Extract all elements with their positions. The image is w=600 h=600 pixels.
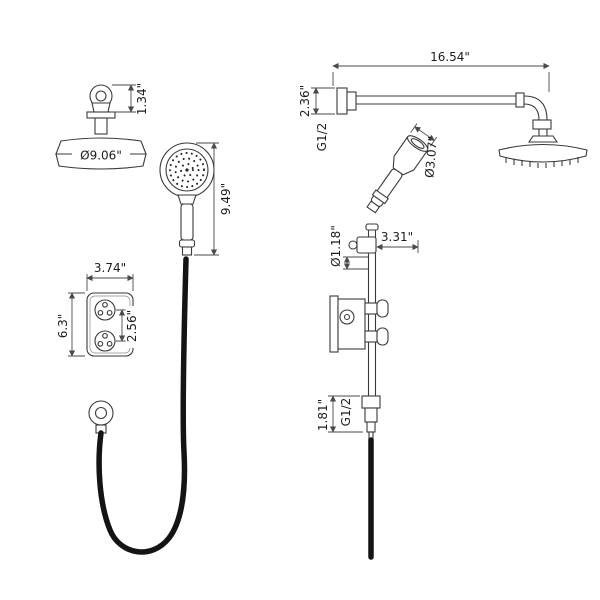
- ball-joint: [86, 84, 116, 135]
- side-view: 16.54" 2.36": [298, 50, 588, 560]
- hose-front: [96, 256, 189, 555]
- outlet-thread-label: G1/2: [339, 398, 353, 427]
- wall-flange: [336, 87, 357, 115]
- outlet-height-label: 1.81": [316, 399, 330, 431]
- front-view: 1.34" Ø9.06" 9.49": [55, 83, 233, 555]
- dim-flange-height: 2.36": [298, 85, 335, 117]
- arm-elbow: [523, 95, 559, 143]
- valve-height-label: 6.3": [56, 314, 70, 339]
- shower-arm: [356, 92, 525, 108]
- head-diameter-label: Ø9.06": [80, 149, 122, 163]
- hand-shower-side: [366, 123, 438, 214]
- dim-outlet-height: 1.81": [316, 395, 363, 433]
- dim-arm-length: 16.54": [332, 50, 550, 92]
- valve-width-label: 3.74": [94, 261, 126, 275]
- outlet-fitting: [361, 395, 381, 441]
- bar-diameter-label: Ø1.18": [329, 225, 343, 267]
- arm-thread-label: G1/2: [315, 123, 329, 152]
- hand-diameter-label: Ø3.07": [422, 136, 440, 179]
- valve-knob-bottom: [94, 330, 116, 352]
- rain-head-side: [498, 143, 588, 168]
- flange-height-label: 2.36": [298, 85, 312, 117]
- ball-height-label: 1.34": [135, 83, 149, 115]
- spray-center-dot: [185, 168, 189, 172]
- label-backing: [72, 148, 130, 163]
- label-backing: [125, 306, 139, 348]
- arm-length-label: 16.54": [430, 50, 470, 64]
- hand-shower-front: [159, 142, 215, 256]
- dim-ball-height: 1.34": [110, 83, 149, 115]
- dim-bar-diameter: Ø1.18": [329, 225, 368, 270]
- rain-head-front: Ø9.06": [55, 137, 147, 170]
- bracket-reach-label: 3.31": [381, 230, 413, 244]
- valve-side: [329, 295, 389, 353]
- dim-valve-width: 3.74": [86, 261, 134, 291]
- bar-bracket: [348, 236, 377, 254]
- dim-knob-spacing: 2.56": [116, 306, 139, 348]
- hose-connector: [88, 400, 114, 434]
- knob-spacing-label: 2.56": [125, 310, 139, 342]
- dim-hand-length: 9.49": [194, 142, 233, 256]
- dim-bracket-reach: 3.31": [376, 230, 419, 253]
- valve-knob-top: [94, 299, 116, 321]
- dim-valve-height: 6.3": [56, 292, 85, 357]
- hand-length-label: 9.49": [219, 183, 233, 215]
